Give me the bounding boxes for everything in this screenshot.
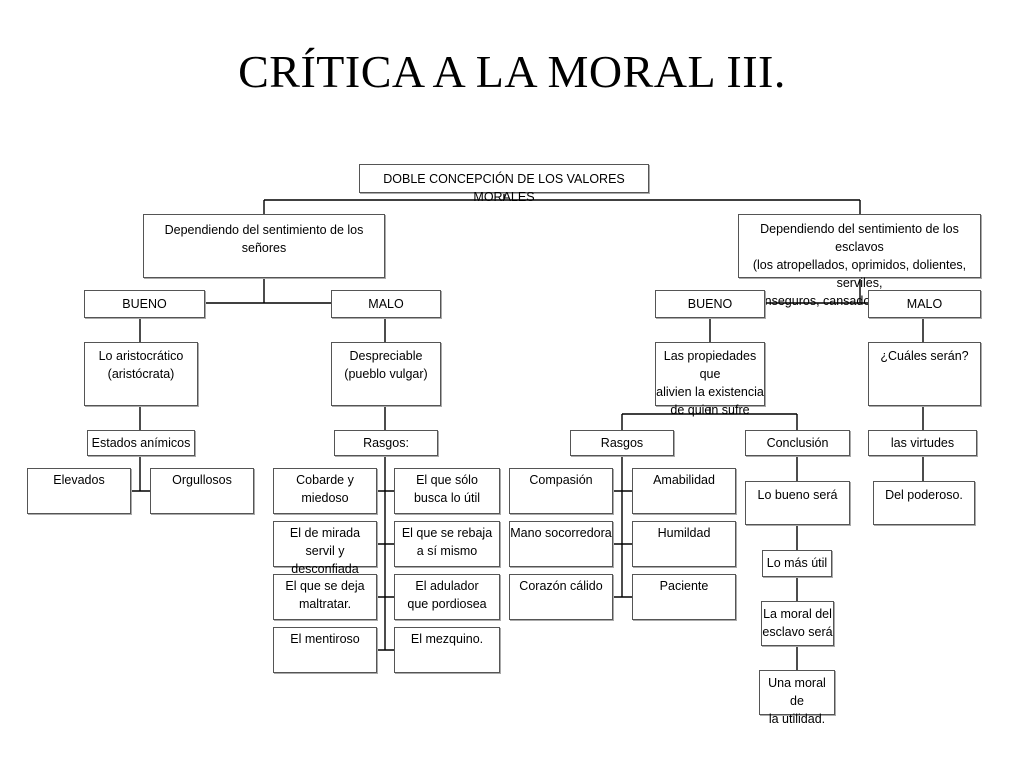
conclusion-item: Lo bueno será [745, 481, 850, 525]
conclusion-item: Una moral de la utilidad. [759, 670, 835, 726]
senores-bueno-label: BUENO [84, 290, 205, 318]
senores-bueno-desc: Lo aristocrático (aristócrata) [84, 342, 198, 406]
senores-malo-item: El que sólo busca lo útil [394, 468, 500, 514]
esclavos-bueno-desc: Las propiedades que alivien la existenci… [655, 342, 765, 417]
esclavos-bueno-item: Amabilidad [632, 468, 736, 514]
senores-malo-item: El mentiroso [273, 627, 377, 673]
esclavos-header: Dependiendo del sentimiento de los escla… [738, 214, 981, 308]
senores-bueno-item: Elevados [27, 468, 131, 514]
esclavos-bueno-item: Corazón cálido [509, 574, 613, 620]
senores-bueno-item: Orgullosos [150, 468, 254, 514]
senores-malo-sub: Rasgos: [334, 430, 438, 456]
senores-malo-item: Cobarde y miedoso [273, 468, 377, 514]
esclavos-bueno-label: BUENO [655, 290, 765, 318]
senores-malo-item: El de mirada servil y desconfiada [273, 521, 377, 576]
senores-bueno-sub: Estados anímicos [87, 430, 195, 456]
page-title: CRÍTICA A LA MORAL III. [238, 46, 786, 97]
esclavos-bueno-item: Paciente [632, 574, 736, 620]
senores-malo-item: El que se rebaja a sí mismo [394, 521, 500, 567]
esclavos-bueno-item: Mano socorredora [509, 521, 613, 567]
esclavos-malo-sub: las virtudes [868, 430, 977, 456]
esclavos-bueno-sub: Rasgos [570, 430, 674, 456]
esclavos-malo-desc: ¿Cuáles serán? [868, 342, 981, 406]
esclavos-malo-label: MALO [868, 290, 981, 318]
root-node: DOBLE CONCEPCIÓN DE LOS VALORES MORALES [359, 164, 649, 204]
conclusion-label: Conclusión [745, 430, 850, 456]
senores-malo-desc: Despreciable (pueblo vulgar) [331, 342, 441, 406]
esclavos-bueno-item: Compasión [509, 468, 613, 514]
conclusion-item: Lo más útil [762, 550, 832, 577]
esclavos-malo-item: Del poderoso. [873, 481, 975, 525]
senores-malo-item: El adulador que pordiosea [394, 574, 500, 620]
conclusion-item: La moral del esclavo será [761, 601, 834, 646]
senores-header: Dependiendo del sentimiento de los señor… [143, 214, 385, 278]
senores-malo-item: El mezquino. [394, 627, 500, 673]
senores-malo-item: El que se deja maltratar. [273, 574, 377, 620]
senores-malo-label: MALO [331, 290, 441, 318]
esclavos-bueno-item: Humildad [632, 521, 736, 567]
